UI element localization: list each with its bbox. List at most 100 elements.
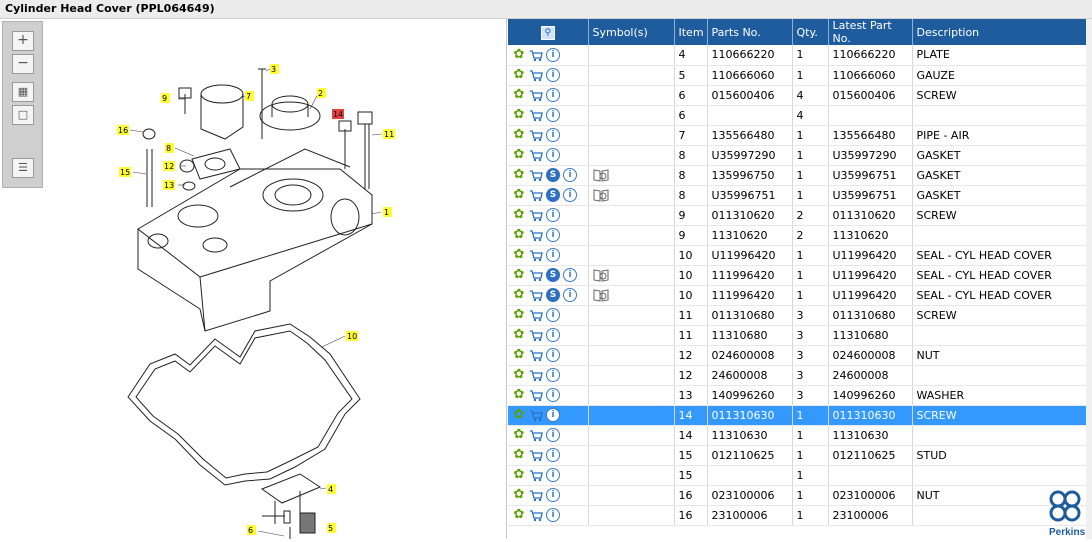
gear-icon[interactable]: ✿	[513, 187, 525, 202]
gear-icon[interactable]: ✿	[513, 467, 525, 482]
info-icon[interactable]: i	[546, 448, 560, 462]
cart-icon[interactable]	[529, 468, 543, 482]
column-header-actions[interactable]: ⚲	[508, 19, 589, 45]
info-icon[interactable]: i	[546, 208, 560, 222]
book-icon[interactable]	[593, 168, 608, 182]
gear-icon[interactable]: ✿	[513, 307, 525, 322]
info-icon[interactable]: i	[563, 168, 577, 182]
gear-icon[interactable]: ✿	[513, 487, 525, 502]
supersession-icon[interactable]: S	[546, 288, 560, 302]
gear-icon[interactable]: ✿	[513, 87, 525, 102]
cart-icon[interactable]	[529, 508, 543, 522]
gear-icon[interactable]: ✿	[513, 367, 525, 382]
callout-7[interactable]: 7	[246, 92, 251, 101]
supersession-icon[interactable]: S	[546, 268, 560, 282]
callout-8[interactable]: 8	[166, 144, 171, 153]
info-icon[interactable]: i	[563, 268, 577, 282]
cart-icon[interactable]	[529, 188, 543, 202]
gear-icon[interactable]: ✿	[513, 107, 525, 122]
gear-icon[interactable]: ✿	[513, 327, 525, 342]
cart-icon[interactable]	[529, 348, 543, 362]
callout-3[interactable]: 3	[271, 65, 276, 74]
callout-11[interactable]: 11	[384, 130, 394, 139]
gear-icon[interactable]: ✿	[513, 207, 525, 222]
callout-12[interactable]: 12	[164, 162, 174, 171]
info-icon[interactable]: i	[546, 148, 560, 162]
info-icon[interactable]: i	[546, 368, 560, 382]
callout-5[interactable]: 5	[328, 524, 333, 533]
supersession-icon[interactable]: S	[546, 188, 560, 202]
cart-icon[interactable]	[529, 168, 543, 182]
cart-icon[interactable]	[529, 268, 543, 282]
column-header-item[interactable]: Item	[674, 19, 708, 45]
book-icon[interactable]	[593, 268, 608, 282]
gear-icon[interactable]: ✿	[513, 46, 525, 62]
cart-icon[interactable]	[529, 228, 543, 242]
gear-icon[interactable]: ✿	[513, 407, 525, 422]
gear-icon[interactable]: ✿	[513, 427, 525, 442]
list-view-button[interactable]: ☰	[12, 158, 34, 178]
callout-6[interactable]: 6	[248, 526, 253, 535]
info-icon[interactable]: i	[546, 68, 560, 82]
search-icon[interactable]: ⚲	[540, 25, 555, 40]
info-icon[interactable]: i	[546, 88, 560, 102]
gear-icon[interactable]: ✿	[513, 67, 525, 82]
info-icon[interactable]: i	[546, 488, 560, 502]
cart-icon[interactable]	[529, 388, 543, 402]
callout-16[interactable]: 16	[118, 126, 128, 135]
cart-icon[interactable]	[529, 488, 543, 502]
cart-icon[interactable]	[529, 68, 543, 82]
gear-icon[interactable]: ✿	[513, 247, 525, 262]
gear-icon[interactable]: ✿	[513, 447, 525, 462]
cart-icon[interactable]	[529, 108, 543, 122]
column-header-parts-no[interactable]: Parts No.	[707, 19, 793, 45]
info-icon[interactable]: i	[546, 128, 560, 142]
gear-icon[interactable]: ✿	[513, 267, 525, 282]
supersession-icon[interactable]: S	[546, 168, 560, 182]
info-icon[interactable]: i	[546, 248, 560, 262]
info-icon[interactable]: i	[546, 348, 560, 362]
info-icon[interactable]: i	[546, 428, 560, 442]
info-icon[interactable]: i	[546, 408, 560, 422]
cart-icon[interactable]	[529, 428, 543, 442]
column-header-description[interactable]: Description	[912, 19, 1087, 45]
info-icon[interactable]: i	[546, 328, 560, 342]
cart-icon[interactable]	[529, 328, 543, 342]
callout-10[interactable]: 10	[347, 332, 357, 341]
callout-14[interactable]: 14	[333, 110, 343, 119]
cart-icon[interactable]	[529, 208, 543, 222]
gear-icon[interactable]: ✿	[513, 167, 525, 182]
info-icon[interactable]: i	[546, 468, 560, 482]
info-icon[interactable]: i	[546, 47, 560, 62]
book-icon[interactable]	[593, 188, 608, 202]
callout-15[interactable]: 15	[120, 168, 130, 177]
column-header-symbols[interactable]: Symbol(s)	[588, 19, 675, 45]
callout-13[interactable]: 13	[164, 181, 174, 190]
gear-icon[interactable]: ✿	[513, 347, 525, 362]
gear-icon[interactable]: ✿	[513, 507, 525, 522]
gear-icon[interactable]: ✿	[513, 227, 525, 242]
callout-4[interactable]: 4	[328, 485, 333, 494]
callout-9[interactable]: 9	[162, 94, 167, 103]
cart-icon[interactable]	[529, 88, 543, 102]
table-scrollbar[interactable]	[1086, 19, 1092, 539]
cart-icon[interactable]	[529, 408, 543, 422]
cart-icon[interactable]	[529, 308, 543, 322]
